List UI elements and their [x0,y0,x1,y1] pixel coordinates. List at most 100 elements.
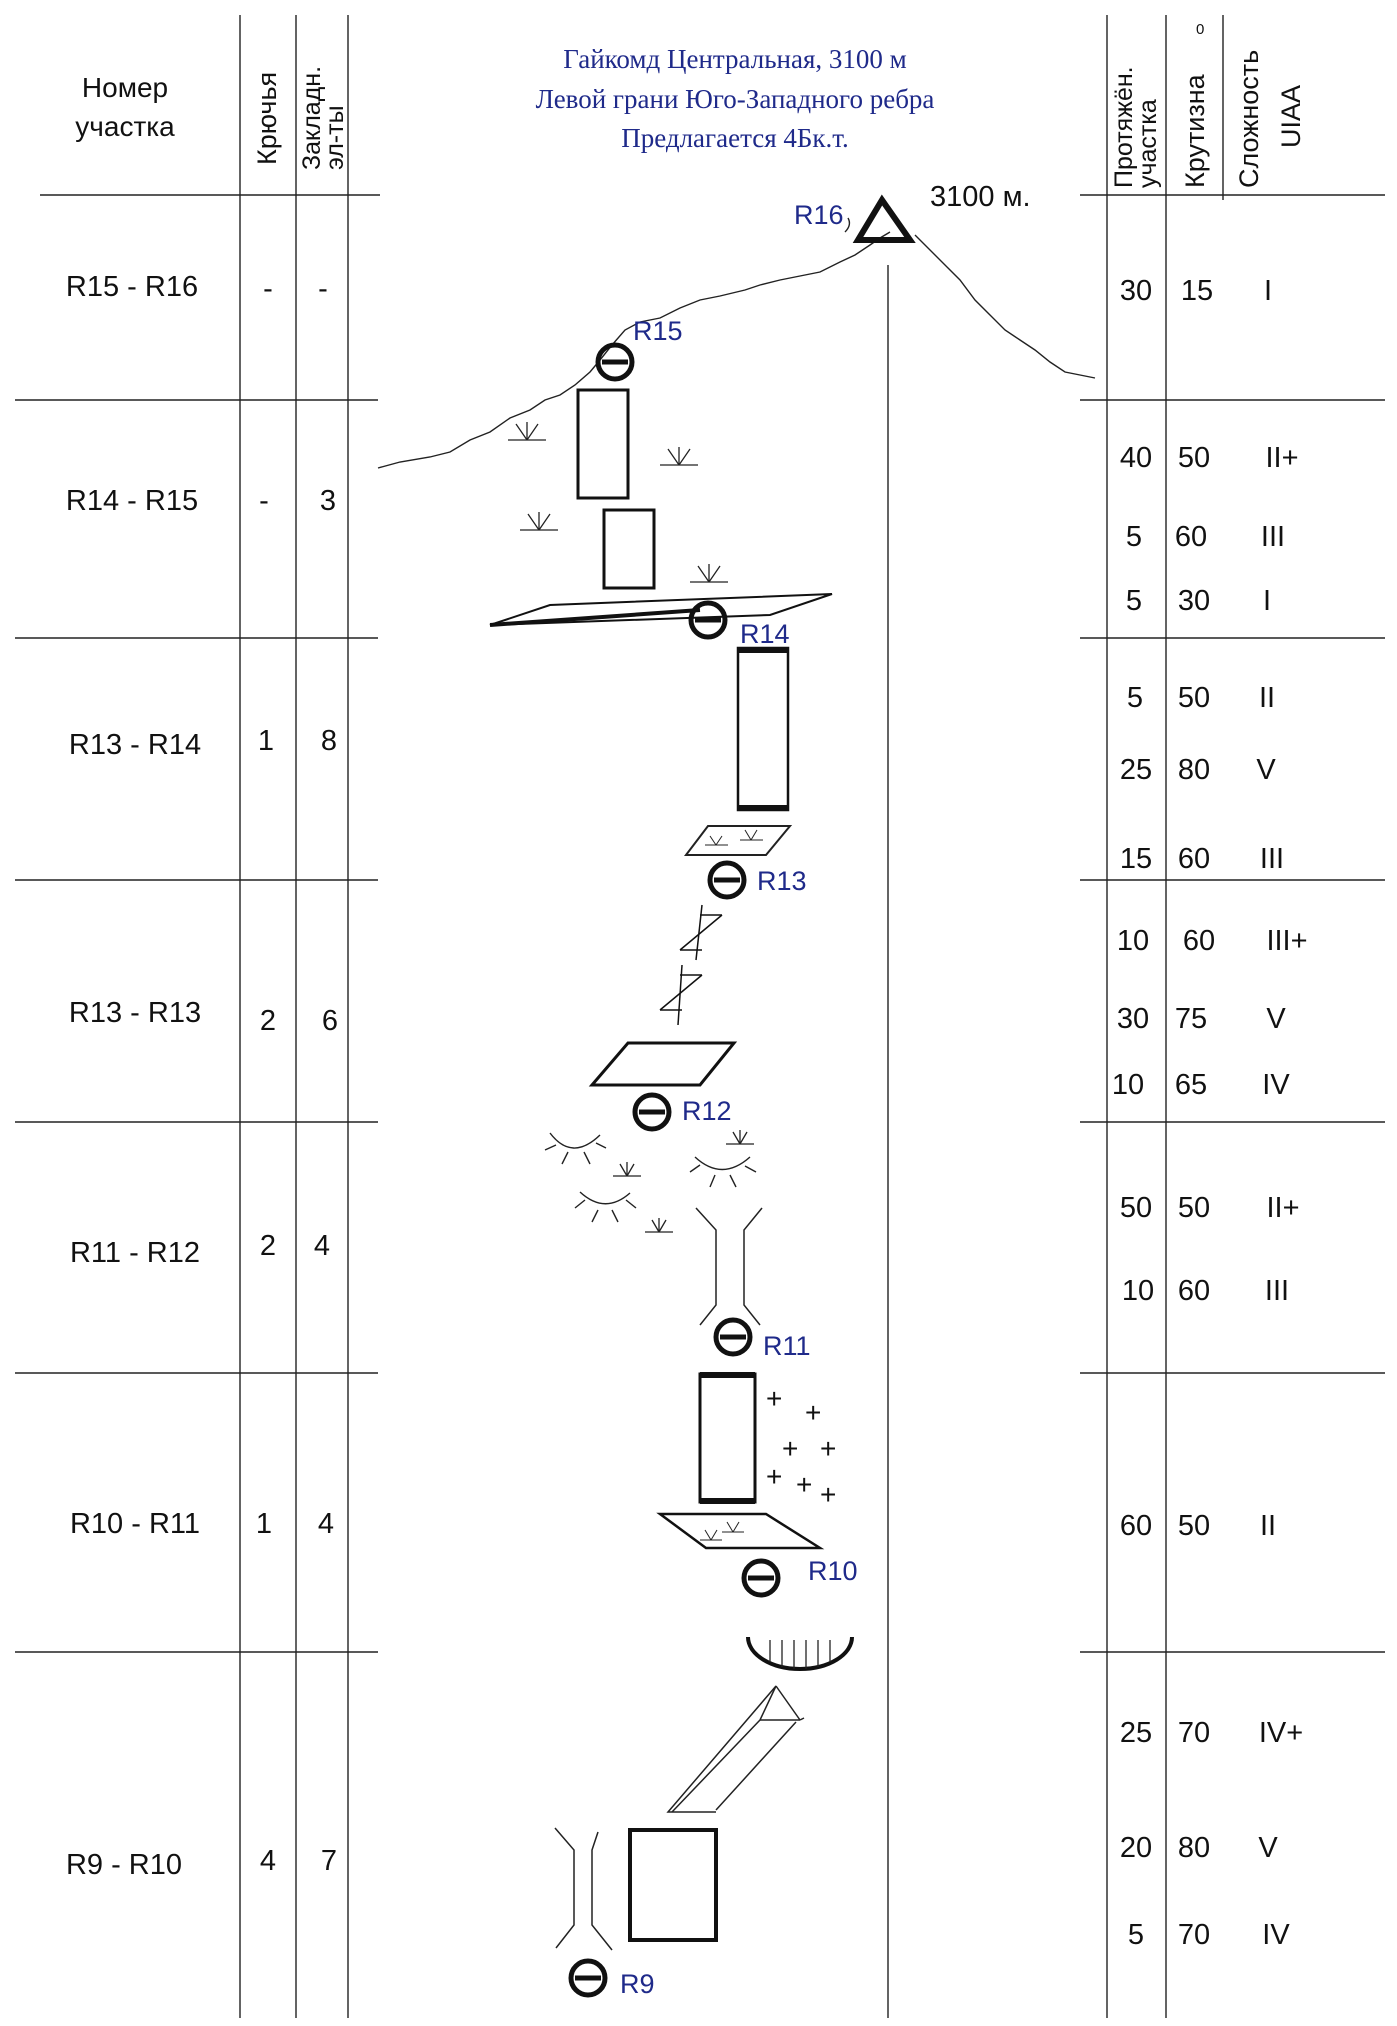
header-length-line-1: Протяжён. [1110,66,1138,188]
title-line-1: Гайкомд Центральная, 3100 м [563,44,906,74]
grass-icon [700,1521,744,1541]
section-name: R9 - R10 [66,1849,182,1881]
pitons-column: - - 1 2 2 1 4 [256,273,276,1877]
header-steepness: Крутизна [1180,73,1210,188]
pitch-grade: V [1266,1003,1286,1035]
pitons-value: 1 [258,725,274,757]
chocks-value: 8 [321,725,337,757]
station-label: R15 [633,316,683,346]
pitch-angle: 60 [1178,1275,1210,1307]
ridge-line-left [377,231,891,469]
belay-anchor-icon [688,600,728,640]
table-headers: Номер участка Крючья Закладн. эл-ты Прот… [75,21,1306,188]
scree-icon [689,1156,757,1188]
pitch-angle: 50 [1178,442,1210,474]
grass-icon [660,447,698,466]
pitch-angle: 50 [1178,1192,1210,1224]
chimney-icon [554,1827,613,1951]
pitons-value: 2 [260,1230,276,1262]
pitch-length: 10 [1117,925,1149,957]
pitch-angle: 65 [1175,1069,1207,1101]
header-difficulty-line-2: UIAA [1276,85,1306,148]
pitch-grade: I [1263,585,1271,617]
ledge-icon [489,608,701,627]
wall-block-icon [602,508,656,590]
chimney-icon [695,1207,763,1326]
pitch-angle: 50 [1178,682,1210,714]
pitch-grade: III [1265,1275,1289,1307]
pitch-grade: II [1259,682,1275,714]
svg-text:+: + [805,1397,821,1428]
ridge-line-right [914,234,1096,379]
grass-icon [705,829,763,846]
pitch-length: 15 [1120,843,1152,875]
pitch-grade: III [1260,843,1284,875]
pitch-grade: IV [1262,1919,1290,1951]
ledge-icon [683,825,793,856]
header-section-line-2: участка [75,111,175,142]
section-name: R13 - R13 [69,997,201,1029]
pitch-length: 60 [1120,1510,1152,1542]
title-line-3: Предлагается 4Бк.т. [621,123,849,153]
header-pitons: Крючья [252,72,282,165]
pitch-length: 5 [1126,521,1142,553]
header-difficulty-line-1: Сложность [1234,50,1264,188]
station-label: R12 [682,1096,732,1126]
ledge-icon [489,593,833,626]
pitch-length: 25 [1120,754,1152,786]
station-label: R16 [794,200,844,230]
pitch-length: 5 [1127,682,1143,714]
pitch-angle: 50 [1178,1510,1210,1542]
pitons-value: 1 [256,1508,272,1540]
pitch-grade: V [1258,1832,1278,1864]
svg-text:+: + [766,1461,782,1492]
chocks-value: 4 [318,1508,334,1540]
wall-block-icon [576,388,630,500]
scree-icon [574,1191,637,1223]
header-chocks-line-2: эл-ты [321,105,349,170]
pitch-grade: II+ [1265,442,1298,474]
scree-icon [544,1132,607,1165]
pitch-angle: 75 [1175,1003,1207,1035]
pitch-length: 50 [1120,1192,1152,1224]
svg-text:+: + [796,1469,812,1500]
station-label: R14 [740,619,790,649]
pitons-value: - [259,485,269,517]
overhang-icon [769,1640,831,1669]
pitch-angle: 30 [1178,585,1210,617]
pitch-grade: II [1260,1510,1276,1542]
header-length-line-2: участка [1134,99,1162,188]
station-label: R11 [763,1331,811,1361]
pitch-grade: I [1264,275,1272,307]
station-label: R9 [620,1969,655,1999]
pitch-length: 30 [1120,275,1152,307]
belay-stations: R16 R15 R14 R13 R12 R11 R10 R9 [568,200,858,1999]
pitch-length: 20 [1120,1832,1152,1864]
dihedral-icon [666,1685,805,1813]
wall-block-icon [698,1372,757,1504]
pitch-length: 25 [1120,1717,1152,1749]
wall-block-icon [736,646,790,812]
slab-icon [588,1041,738,1087]
summit-triangle-icon [852,194,916,243]
svg-text:+: + [766,1383,782,1414]
chocks-column: - 3 8 6 4 4 7 [314,273,338,1877]
section-name: R15 - R16 [66,271,198,303]
pitch-length: 30 [1117,1003,1149,1035]
overhang-icon [746,1636,854,1671]
section-name: R13 - R14 [69,729,201,761]
station-label: R10 [808,1556,858,1586]
section-name: R11 - R12 [70,1237,200,1269]
section-name: R14 - R15 [66,485,198,517]
belay-anchor-icon [595,342,635,382]
pitch-length: 10 [1112,1069,1144,1101]
pitch-angle: 60 [1183,925,1215,957]
route-symbols: ++ ++ +++ [489,388,854,1951]
pitch-grade: III [1261,521,1285,553]
pitch-grade: III+ [1266,925,1307,957]
pitons-value: - [263,273,273,305]
pitch-length: 5 [1128,1919,1144,1951]
ledge-icon [656,1512,825,1550]
chocks-value: 6 [322,1005,338,1037]
header-chocks-line-1: Закладн. [298,66,326,170]
